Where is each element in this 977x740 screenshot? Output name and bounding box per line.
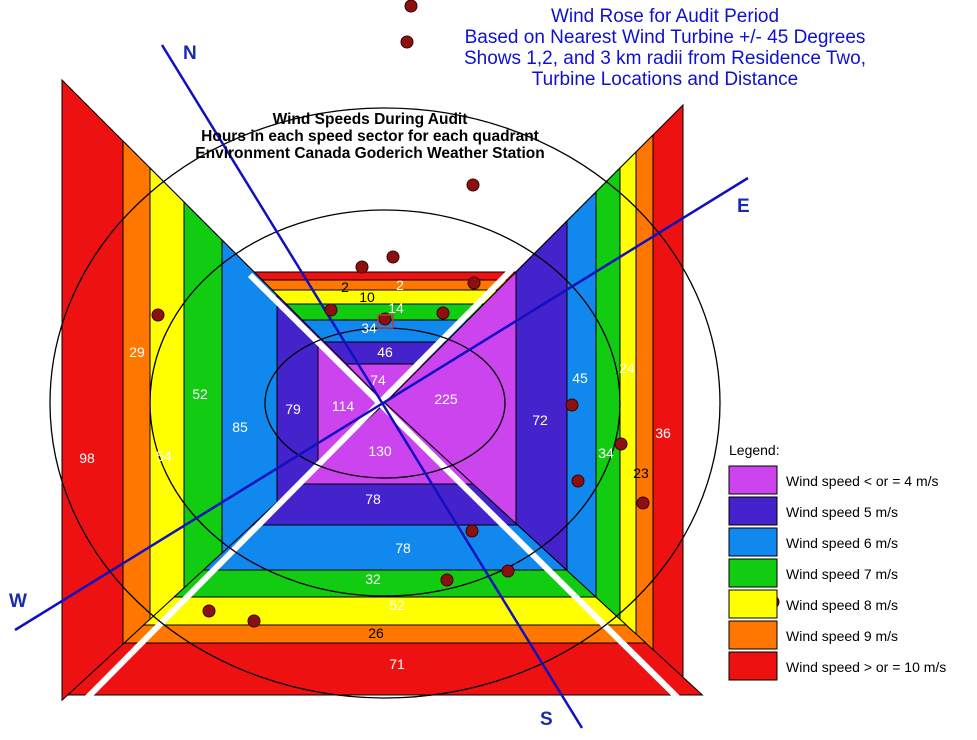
- legend-swatch-4: [728, 558, 778, 588]
- turbine-dot: [324, 303, 338, 317]
- legend-label-2: Wind speed 5 m/s: [786, 504, 898, 520]
- turbine-locations: [151, 0, 780, 628]
- legend-label-3: Wind speed 6 m/s: [786, 535, 898, 551]
- label-n-1: 74: [370, 372, 386, 388]
- label-e-2: 72: [532, 412, 548, 428]
- legend-swatch-6: [728, 620, 778, 650]
- turbine-dot: [202, 604, 216, 618]
- legend-swatch-7: [728, 651, 778, 681]
- title-line-3: Shows 1,2, and 3 km radii from Residence…: [464, 48, 866, 69]
- n-s-axis: [160, 44, 584, 729]
- e-w-axis: [14, 176, 749, 632]
- direction-e-label: E: [737, 196, 750, 217]
- label-w-6: 29: [129, 344, 145, 360]
- turbine-dot: [355, 260, 369, 274]
- label-w-5: 54: [156, 448, 172, 464]
- label-e-1: 225: [434, 391, 458, 407]
- subtitle-line-2: Hours in each speed sector for each quad…: [201, 128, 539, 145]
- title-line-1: Wind Rose for Audit Period: [551, 6, 779, 27]
- turbine-dot: [151, 308, 165, 322]
- legend-label-6: Wind speed 9 m/s: [786, 628, 898, 644]
- radius-circles: [49, 107, 721, 699]
- turbine-dot: [571, 474, 585, 488]
- turbine-dot: [614, 437, 628, 451]
- title-line-4: Turbine Locations and Distance: [532, 69, 799, 90]
- turbine-dot: [440, 573, 454, 587]
- turbine-dot: [465, 524, 479, 538]
- label-n-6: 2: [341, 279, 349, 295]
- turbine-dot: [436, 306, 450, 320]
- legend-label-4: Wind speed 7 m/s: [786, 566, 898, 582]
- label-e-4: 34: [598, 445, 614, 461]
- turbine-dot: [247, 614, 261, 628]
- turbine-dot: [467, 276, 481, 290]
- legend-swatch-3: [728, 527, 778, 557]
- label-s-4: 32: [365, 571, 381, 587]
- residence-marker: [377, 314, 394, 329]
- label-w-4: 52: [192, 386, 208, 402]
- label-w-1: 114: [332, 398, 355, 414]
- turbine-dot: [400, 35, 414, 49]
- radius-circle-2: [149, 209, 621, 597]
- label-s-5: 52: [389, 597, 405, 613]
- turbine-dot: [466, 178, 480, 192]
- label-e-5: 24: [619, 360, 635, 376]
- title-line-2: Based on Nearest Wind Turbine +/- 45 Deg…: [465, 27, 866, 48]
- chart-subtitle: Wind Speeds During Audit Hours in each s…: [195, 111, 544, 162]
- label-n-5: 10: [359, 289, 375, 305]
- turbine-dot: [386, 250, 400, 264]
- turbine-dot: [378, 312, 392, 326]
- direction-s-label: S: [540, 709, 553, 730]
- label-e-6: 23: [633, 465, 649, 481]
- label-s-7: 71: [389, 656, 405, 672]
- direction-w-label: W: [9, 591, 27, 612]
- label-n-3: 34: [361, 320, 377, 336]
- label-n-4: 14: [388, 300, 404, 316]
- legend-label-7: Wind speed > or = 10 m/s: [786, 659, 946, 675]
- compass-axes: [14, 44, 749, 729]
- subtitle-line-1: Wind Speeds During Audit: [273, 111, 468, 128]
- direction-n-label: N: [183, 43, 197, 64]
- label-w-7: 98: [79, 450, 95, 466]
- legend-label-1: Wind speed < or = 4 m/s: [786, 473, 939, 489]
- label-n-2: 46: [377, 344, 393, 360]
- label-e-7: 36: [655, 425, 671, 441]
- turbine-dot: [636, 496, 650, 510]
- label-w-2: 79: [285, 401, 301, 417]
- label-s-1: 130: [368, 443, 392, 459]
- legend-swatch-1: [728, 465, 778, 495]
- subtitle-line-3: Environment Canada Goderich Weather Stat…: [195, 145, 544, 162]
- label-e-3: 45: [572, 370, 588, 386]
- chart-title: Wind Rose for Audit Period Based on Near…: [464, 6, 866, 90]
- turbine-dot: [565, 398, 579, 412]
- label-n-7: 2: [396, 277, 404, 293]
- label-s-2: 78: [365, 491, 381, 507]
- turbine-dot: [404, 0, 418, 13]
- radius-circle-3: [49, 107, 721, 699]
- legend-label-5: Wind speed 8 m/s: [786, 597, 898, 613]
- legend-swatch-5: [728, 589, 778, 619]
- turbine-dot: [501, 564, 515, 578]
- label-s-6: 26: [368, 625, 384, 641]
- legend-swatch-2: [728, 496, 778, 526]
- label-w-3: 85: [232, 419, 248, 435]
- speed-bands: [61, 78, 704, 702]
- legend-title: Legend:: [729, 442, 780, 458]
- label-s-3: 78: [395, 540, 411, 556]
